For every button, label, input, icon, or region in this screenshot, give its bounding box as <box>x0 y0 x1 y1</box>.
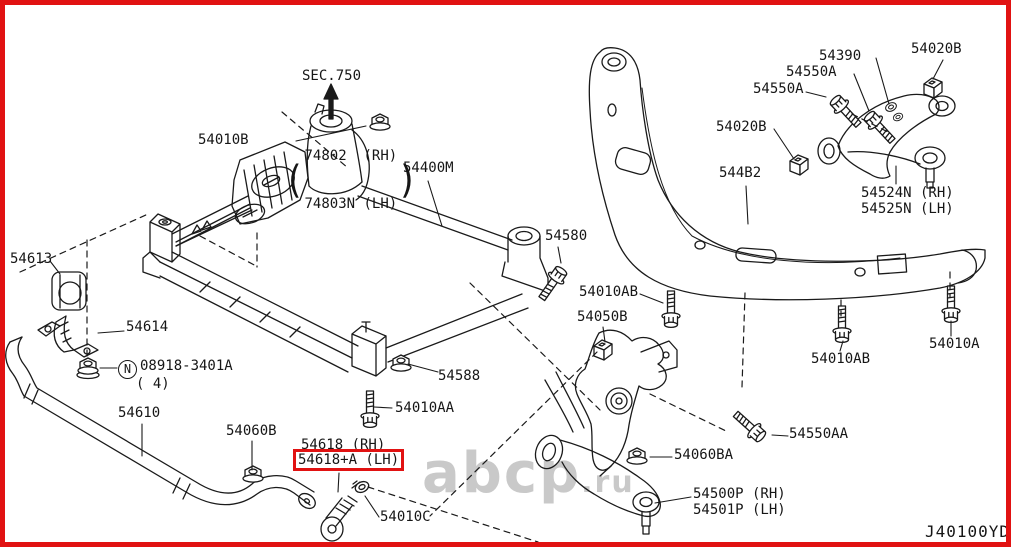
big-paren-close: ) <box>397 157 418 203</box>
part-label-54610: 54610 <box>118 405 161 421</box>
part-label-54588: 54588 <box>438 368 481 384</box>
watermark: abcp.ru <box>422 446 635 502</box>
part-label-54010aa: 54010AA <box>395 400 455 416</box>
part-label-54060b: 54060B <box>226 423 277 439</box>
part-label-54050b: 54050B <box>577 309 628 325</box>
part-label-54020b-left: 54020B <box>716 119 767 135</box>
drawing-code: J40100YD <box>925 522 1011 541</box>
part-label-54010a: 54010A <box>929 336 980 352</box>
sec750-ref-label: SEC.750 ( 74802 (RH) 74803N (LH) ) <box>284 36 418 276</box>
part-label-54390: 54390 <box>819 48 862 64</box>
stabilizer-bar-drawing <box>5 271 316 510</box>
suspension-member-drawing <box>588 46 986 301</box>
watermark-logo: abcp <box>422 441 582 506</box>
standard-nut-qty: ( 4) <box>136 376 170 392</box>
part-label-54613: 54613 <box>10 251 53 267</box>
standard-nut-number: 08918-3401A <box>140 358 233 374</box>
part-label-54525n: 54525N (LH) <box>861 201 954 217</box>
sec750-title: SEC.750 <box>302 68 362 84</box>
stabilizer-link-drawing <box>320 480 361 542</box>
part-label-54580: 54580 <box>545 228 588 244</box>
part-label-54501p: 54501P (LH) <box>693 502 786 518</box>
part-label-544b2: 544B2 <box>719 165 762 181</box>
part-label-54400m: 54400M <box>403 160 454 176</box>
part-label-54500p: 54500P (RH) <box>693 486 786 502</box>
subframe-drawing <box>142 103 549 377</box>
part-label-54060ba: 54060BA <box>674 447 734 463</box>
part-label-54618-lh-highlighted: 54618+A (LH) <box>293 449 405 471</box>
part-label-54010c: 54010C <box>380 509 431 525</box>
big-paren-open: ( <box>284 157 305 203</box>
part-label-54010ab-left: 54010AB <box>579 284 639 300</box>
sec750-lh: 74803N (LH) <box>304 196 398 212</box>
part-label-54010b: 54010B <box>198 132 249 148</box>
part-label-54550a-upper: 54550A <box>786 64 837 80</box>
part-label-54550a-lower: 54550A <box>753 81 804 97</box>
upper-control-arm-drawing <box>817 93 956 189</box>
sec750-arrow <box>323 83 339 120</box>
part-label-54524n: 54524N (RH) <box>861 185 954 201</box>
part-label-54020b-top: 54020B <box>911 41 962 57</box>
sec750-rh: 74802 (RH) <box>304 148 398 164</box>
part-label-54550aa: 54550AA <box>789 426 849 442</box>
part-label-54614: 54614 <box>126 319 169 335</box>
watermark-domain: .ru <box>581 465 635 500</box>
circled-n-icon: N <box>118 360 137 379</box>
assembly-axis-dashed-lines <box>19 111 951 543</box>
knuckle-lower-arm-drawing <box>534 329 678 535</box>
leader-lines <box>49 57 952 518</box>
part-label-54010ab-right: 54010AB <box>811 351 871 367</box>
